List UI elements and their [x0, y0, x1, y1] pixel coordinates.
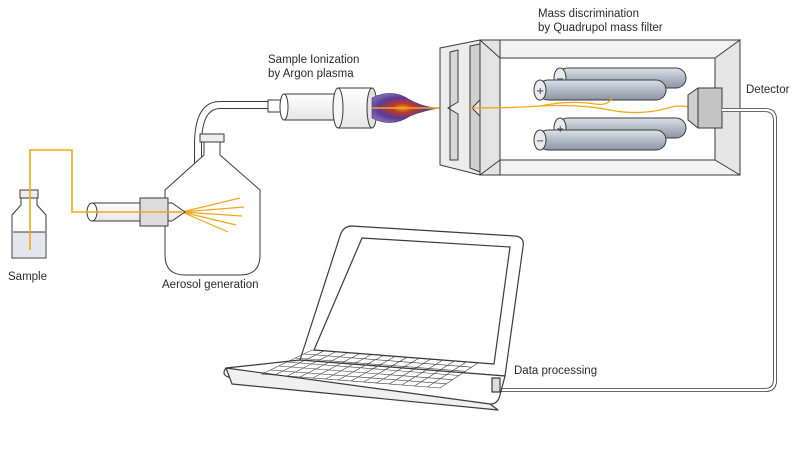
label-sample: Sample	[8, 271, 47, 283]
label-aerosol-generation: Aerosol generation	[162, 279, 259, 291]
keyboard-col-line	[325, 354, 372, 380]
label-detector: Detector	[746, 84, 790, 96]
keyboard-col-line	[388, 359, 431, 385]
signal-cable	[498, 108, 777, 392]
aerosol-chamber	[164, 133, 261, 276]
keyboard-col-line	[287, 351, 336, 377]
detector-unit	[687, 87, 723, 129]
keyboard-col-line	[300, 352, 348, 378]
rod-sign-bottom-front: −	[536, 136, 544, 147]
label-ion-line2: by Argon plasma	[268, 68, 354, 80]
label-sample-ionization: Sample Ionization by Argon plasma	[268, 53, 359, 81]
aerosol-spray	[181, 197, 245, 233]
rod-sign-top-back: −	[556, 74, 564, 85]
keyboard-col-line	[350, 356, 396, 382]
plasma-torch	[267, 87, 378, 129]
keyboard-col-line	[376, 358, 419, 384]
laptop-keyboard	[260, 349, 479, 389]
label-data-processing: Data processing	[514, 365, 598, 377]
ion-trajectories	[469, 97, 693, 114]
sample-capillary	[29, 149, 182, 250]
keyboard-col-line	[312, 353, 360, 379]
keyboard-col-line	[363, 357, 408, 383]
label-mass-discrimination: Mass discrimination by Quadrupol mass fi…	[538, 7, 663, 35]
keyboard-col-line	[274, 350, 324, 376]
label-mass-line1: Mass discrimination	[538, 8, 639, 20]
label-mass-line2: by Quadrupol mass filter	[538, 22, 663, 34]
keyboard-col-line	[414, 360, 455, 387]
rod-top-front	[533, 79, 667, 101]
label-ion-line1: Sample Ionization	[268, 54, 360, 66]
quadrupole-rods	[533, 67, 687, 151]
rod-sign-bottom-back: +	[556, 124, 564, 135]
sample-vial	[11, 189, 47, 259]
keyboard-col-line	[338, 355, 384, 381]
transfer-tube	[194, 101, 268, 195]
keyboard-col-line	[427, 361, 467, 388]
keyboard-col-line	[401, 359, 443, 386]
rod-sign-top-front: +	[536, 86, 544, 97]
rod-bottom-front	[533, 129, 667, 151]
